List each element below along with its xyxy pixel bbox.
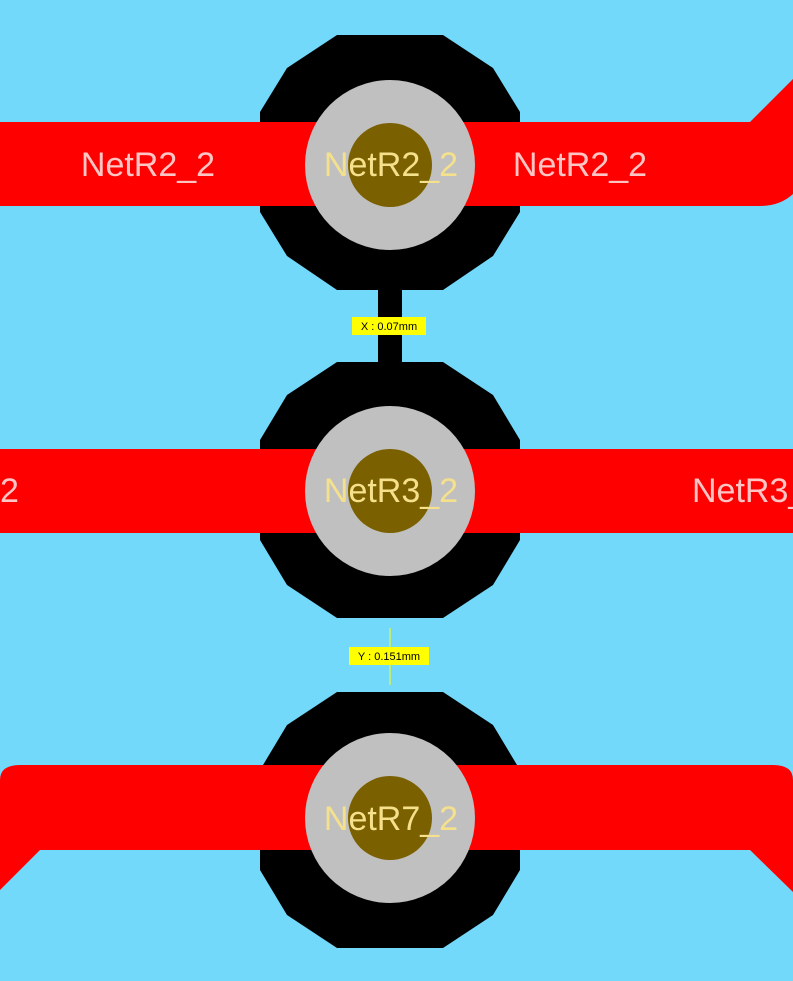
trace-label: NetR2_2 bbox=[513, 146, 647, 184]
pad-drill-hole bbox=[348, 449, 432, 533]
pad-drill-hole bbox=[348, 776, 432, 860]
measure-tag-bg bbox=[352, 317, 426, 335]
pad-netr3-2[interactable]: 2 NetR3_ NetR3_2 bbox=[0, 362, 793, 618]
pad-netr2-2[interactable]: NetR2_2 NetR2_2 NetR2_2 bbox=[0, 35, 793, 290]
pad-drill-hole bbox=[348, 123, 432, 207]
y-clearance-measurement: Y : 0.151mm bbox=[349, 647, 429, 665]
measure-tag-text: Y : 0.151mm bbox=[358, 651, 420, 663]
trace-label: NetR3_ bbox=[692, 472, 793, 510]
pad-net-label: NetR7_2 bbox=[324, 800, 458, 838]
measure-tag-text: X : 0.07mm bbox=[361, 321, 417, 333]
pad-netr7-2[interactable]: NetR7_2 bbox=[0, 692, 793, 948]
x-clearance-measurement: X : 0.07mm bbox=[352, 317, 426, 335]
trace-label: 2 bbox=[0, 472, 19, 510]
pad-net-label: NetR3_2 bbox=[324, 472, 458, 510]
measure-tag-bg bbox=[349, 647, 429, 665]
pad-net-label: NetR2_2 bbox=[324, 146, 458, 184]
trace-label: NetR2_2 bbox=[81, 146, 215, 184]
